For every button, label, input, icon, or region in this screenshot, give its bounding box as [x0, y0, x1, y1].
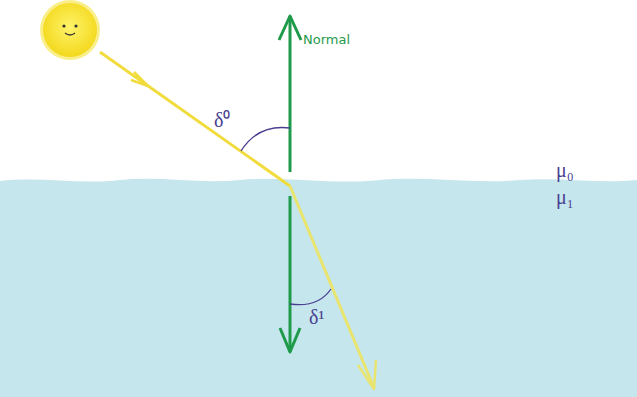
- angle-label: δ¹: [309, 307, 324, 327]
- medium-label: μ₁: [556, 187, 574, 207]
- normal-arrow: [279, 16, 301, 172]
- angle-arc: [241, 127, 290, 151]
- refracted-ray: [290, 186, 376, 389]
- medium-label: μ₀: [556, 160, 574, 180]
- normal-arrow: [280, 196, 300, 352]
- normal-label: Normal: [303, 33, 350, 46]
- angle-label: δ⁰: [214, 110, 230, 130]
- sun: [40, 0, 100, 60]
- incident-ray: [100, 52, 290, 186]
- water: [0, 179, 637, 397]
- angle-arc: [290, 289, 331, 305]
